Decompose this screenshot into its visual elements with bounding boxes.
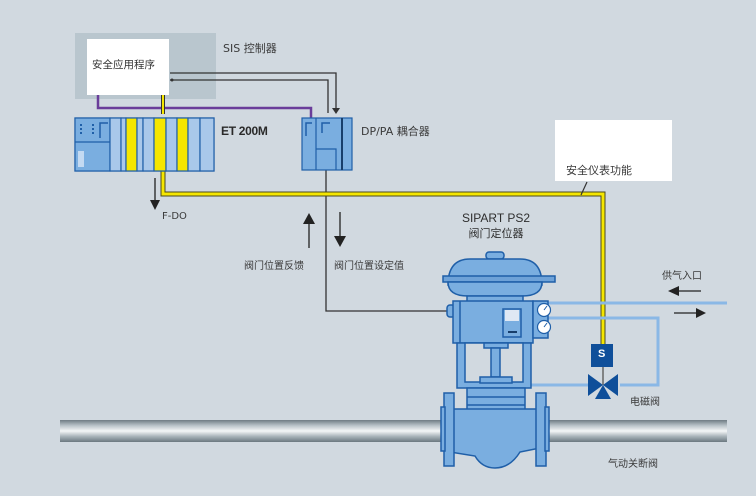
solenoid-badge: S <box>598 348 606 360</box>
sis-controller-label: SIS 控制器 <box>223 42 277 55</box>
junction-dot <box>170 78 174 82</box>
dp-pa-coupler <box>301 117 353 171</box>
et200m-label: ET 200M <box>221 124 268 138</box>
feedback-arrow-up <box>303 213 315 248</box>
arrow-into-coupler <box>332 108 340 114</box>
valve-yoke <box>456 342 532 416</box>
dp-pa-coupler-label: DP/PA 耦合器 <box>361 125 430 138</box>
et200m-leds <box>80 124 94 134</box>
safety-application-label: 安全应用程序 <box>92 59 155 71</box>
positioner-label: SIPART PS2 阀门定位器 <box>452 211 540 241</box>
fdo-arrow <box>150 178 160 210</box>
positioner-body <box>446 300 549 344</box>
valve-position-feedback-label: 阀门位置反馈 <box>244 261 304 272</box>
air-supply-label: 供气入口 <box>662 271 702 282</box>
positioner-model: SIPART PS2 <box>461 211 531 225</box>
shutoff-valve-label: 气动关断阀 <box>608 459 658 470</box>
positioner-actuator <box>442 251 556 305</box>
sif-label: 安全仪表功能 <box>566 164 632 177</box>
process-pipe <box>60 420 727 442</box>
air-arrow-out <box>674 308 706 318</box>
valve-position-setpoint-label: 阀门位置设定值 <box>334 261 404 272</box>
profibus-line <box>96 93 313 118</box>
sif-callout-leader <box>580 181 588 196</box>
solenoid-valve <box>588 344 618 399</box>
sif-line <box>160 170 606 345</box>
fdo-label: F-DO <box>162 211 187 222</box>
setpoint-arrow-down <box>334 212 346 247</box>
sif-callout-box <box>555 120 672 181</box>
signal-lines <box>170 72 447 312</box>
et200m-rack <box>74 117 215 172</box>
positioner-type: 阀门定位器 <box>468 227 524 240</box>
pressure-gauges <box>536 302 552 335</box>
shutoff-valve-body <box>440 392 550 469</box>
solenoid-valve-label: 电磁阀 <box>630 397 660 408</box>
air-arrow-in <box>668 286 701 296</box>
air-supply-lines <box>530 301 727 387</box>
safety-application-box: 安全应用程序 <box>87 39 169 95</box>
